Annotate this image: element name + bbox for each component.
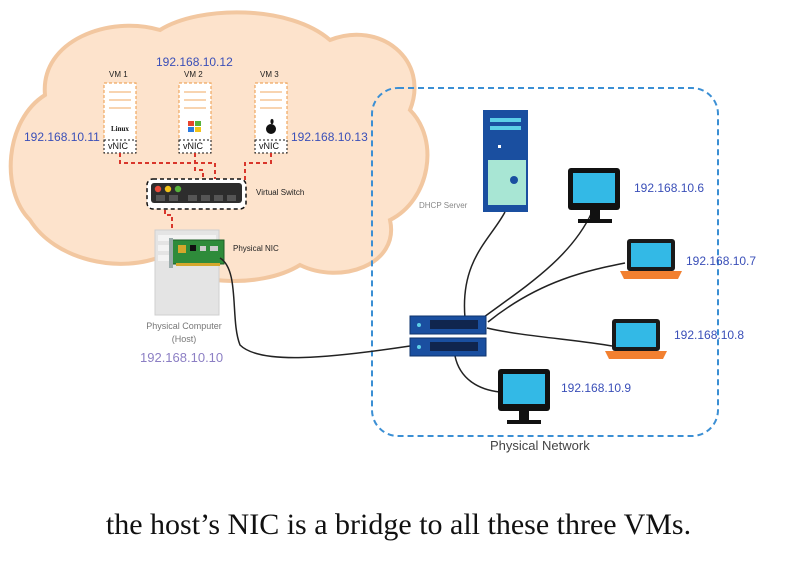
vm-3-name: VM 3 [260, 70, 279, 79]
device-2-ip: 192.168.10.7 [686, 254, 757, 268]
host-uplink-cable [219, 257, 411, 359]
dhcp-server-label: DHCP Server [419, 201, 468, 210]
physical-network-boundary [371, 87, 719, 437]
monitor-icon-1 [568, 168, 620, 223]
physical-switch [409, 315, 487, 357]
device-3-ip: 192.168.10.8 [674, 328, 745, 342]
monitor-icon-2 [498, 369, 550, 424]
host-ip: 192.168.10.10 [140, 350, 224, 365]
host-label-line1: Physical Computer [146, 321, 222, 331]
apple-logo-icon [266, 118, 276, 134]
vm-1-name: VM 1 [109, 70, 128, 79]
physical-nic-card [169, 238, 225, 268]
device-1-ip: 192.168.10.6 [634, 181, 705, 195]
vm-3-ip: 192.168.10.13 [291, 130, 368, 144]
network-cables [454, 211, 626, 393]
vm-2-server [178, 82, 212, 142]
vnic-1-label: vNIC [108, 141, 128, 151]
virtual-switch [146, 178, 247, 210]
windows-logo-icon [188, 121, 201, 132]
vm-3-server [254, 82, 288, 142]
vm-1-os-label: Linux [111, 125, 129, 133]
slide-caption: the host’s NIC is a bridge to all these … [105, 508, 692, 541]
vm-1-ip: 192.168.10.11 [24, 130, 100, 144]
laptop-icon-2 [605, 319, 667, 359]
host-label-line2: (Host) [171, 334, 197, 344]
vm-2-ip: 192.168.10.12 [156, 55, 233, 69]
physical-network-title: Physical Network [490, 438, 590, 453]
laptop-icon-1 [620, 239, 682, 279]
dhcp-server-icon [483, 110, 528, 212]
vm-1-server [103, 82, 137, 142]
vm-2-name: VM 2 [184, 70, 203, 79]
virtual-switch-label: Virtual Switch [256, 188, 305, 197]
vnic-3-label: vNIC [259, 141, 279, 151]
vnic-2-label: vNIC [183, 141, 203, 151]
device-4-ip: 192.168.10.9 [561, 381, 632, 395]
physical-nic-label: Physical NIC [233, 244, 279, 253]
